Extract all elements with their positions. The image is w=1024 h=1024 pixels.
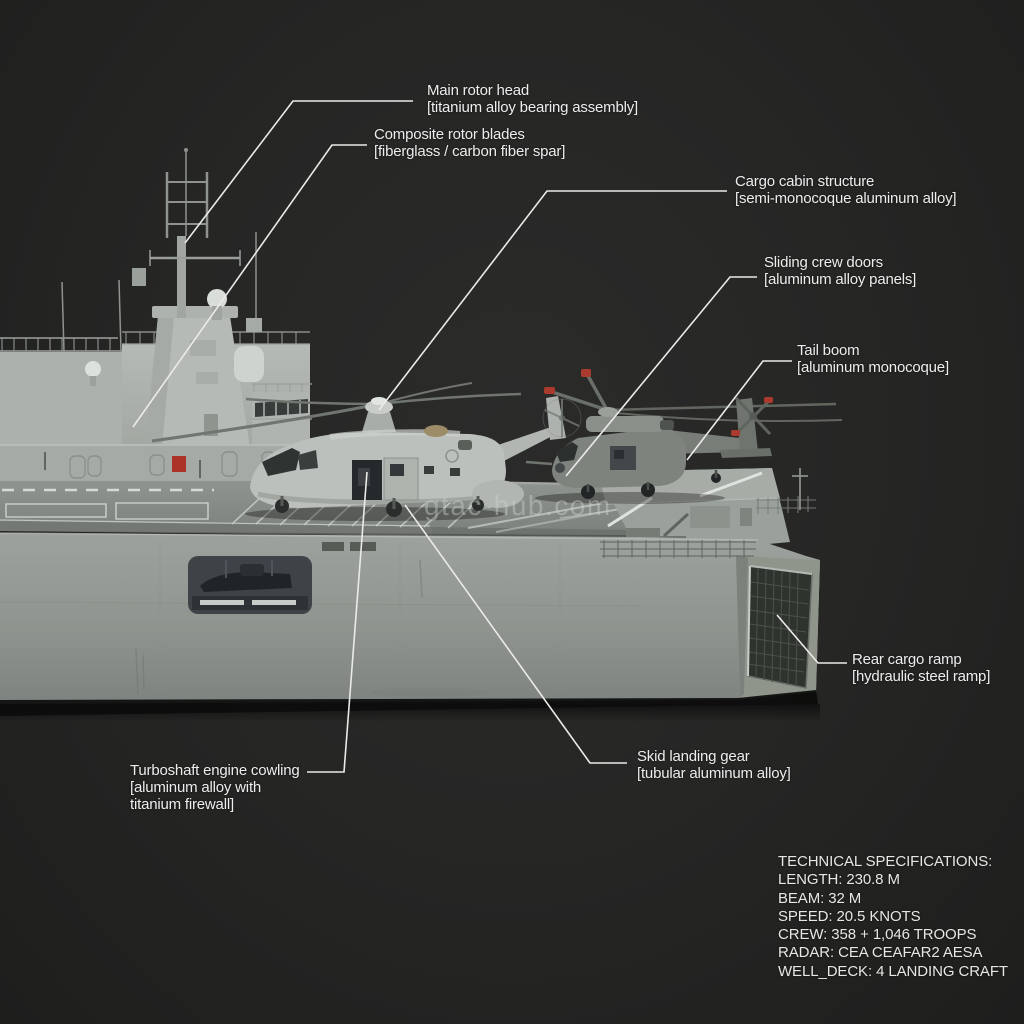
callout-subtitle: [aluminum monocoque] [797,359,949,376]
leader-composite-rotor-blades [132,144,367,428]
callout-title: Cargo cabin structure [735,173,875,190]
stern-safety-nets [600,540,756,558]
callout-subtitle: [tubular aluminum alloy] [637,765,791,782]
specs-line-radar: RADAR: CEA CEAFAR2 AESA [778,944,983,962]
rear-cargo-ramp [747,565,813,689]
callout-tail-boom: Tail boom [aluminum monocoque] [797,342,949,376]
specs-line-length: LENGTH: 230.8 M [778,871,900,889]
rear-helicopter [525,369,843,504]
specs-line-beam: BEAM: 32 M [778,889,862,907]
callout-title: Composite rotor blades [374,126,525,143]
callout-subtitle: [fiberglass / carbon fiber spar] [374,143,566,160]
callout-cargo-cabin-structure: Cargo cabin structure [semi-monocoque al… [735,173,957,207]
rear-heli-rotor-blades [544,369,843,422]
front-heli-cockpit-window [262,448,300,476]
bridge [250,383,312,448]
radar-dish-icon [85,361,101,377]
leader-main-rotor-head [184,100,413,244]
callout-subtitle: [aluminum alloy with [130,779,262,796]
callout-sliding-crew-doors: Sliding crew doors [aluminum alloy panel… [764,254,916,288]
leader-rear-cargo-ramp [776,614,847,664]
front-heli-tail-boom [492,428,560,462]
specs-line-crew: CREW: 358 + 1,046 TROOPS [778,926,977,944]
callout-title: Turboshaft engine cowling [130,762,300,779]
specs-title: TECHNICAL SPECIFICATIONS: [778,853,993,870]
callout-subtitle: [titanium alloy bearing assembly] [427,99,639,116]
callout-skid-landing-gear: Skid landing gear [tubular aluminum allo… [637,748,791,782]
callout-title: Main rotor head [427,82,530,99]
rear-heli-tail-rotor [731,396,773,436]
engine-fairing [424,425,448,437]
front-heli-sponson [472,480,524,508]
radome-sphere-icon [207,289,227,309]
specs-line-well-deck: WELL_DECK: 4 LANDING CRAFT [778,962,1008,980]
fire-station-box [172,456,186,472]
whip-antennas [61,279,122,353]
callout-subtitle: titanium firewall] [130,796,234,813]
front-heli-tail-rotor [542,398,582,438]
radome-cylinder-icon [234,346,264,382]
callout-composite-rotor-blades: Composite rotor blades [fiberglass / car… [374,126,565,160]
main-rotor-head [365,400,393,414]
ship-hull [0,532,820,722]
blade-tip-red [581,369,591,377]
callout-title: Rear cargo ramp [852,651,962,668]
watermark: gtac-hub.com [424,490,612,521]
hull-boat-recess [188,556,312,614]
callout-title: Tail boom [797,342,860,359]
callout-rear-cargo-ramp: Rear cargo ramp [hydraulic steel ramp] [852,651,990,685]
blade-tip-red [544,387,555,394]
callout-turboshaft-engine-cowling: Turboshaft engine cowling [aluminum allo… [130,762,300,813]
rear-heli-cockpit-window [556,442,578,462]
callout-subtitle: [semi-monocoque aluminum alloy] [735,190,957,207]
callout-title: Sliding crew doors [764,254,883,271]
leader-sliding-crew-doors [565,276,757,477]
mast-tower [132,148,264,448]
leader-lines [132,100,847,773]
callout-main-rotor-head: Main rotor head [titanium alloy bearing … [427,82,638,116]
rear-heli-tail-boom [668,430,742,454]
callout-subtitle: [hydraulic steel ramp] [852,668,991,685]
callout-subtitle: [aluminum alloy panels] [764,271,917,288]
technical-specifications: TECHNICAL SPECIFICATIONS: LENGTH: 230.8 … [778,853,1008,981]
leader-skid-landing-gear [404,504,627,764]
leader-cargo-cabin-structure [378,190,727,411]
specs-line-speed: SPEED: 20.5 KNOTS [778,907,921,925]
leader-turboshaft-engine-cowling [307,471,368,773]
stern-transom [736,556,820,698]
front-heli-rotor-blades [151,382,522,443]
leader-tail-boom [686,360,792,461]
front-helicopter [151,382,582,521]
callout-title: Skid landing gear [637,748,750,765]
